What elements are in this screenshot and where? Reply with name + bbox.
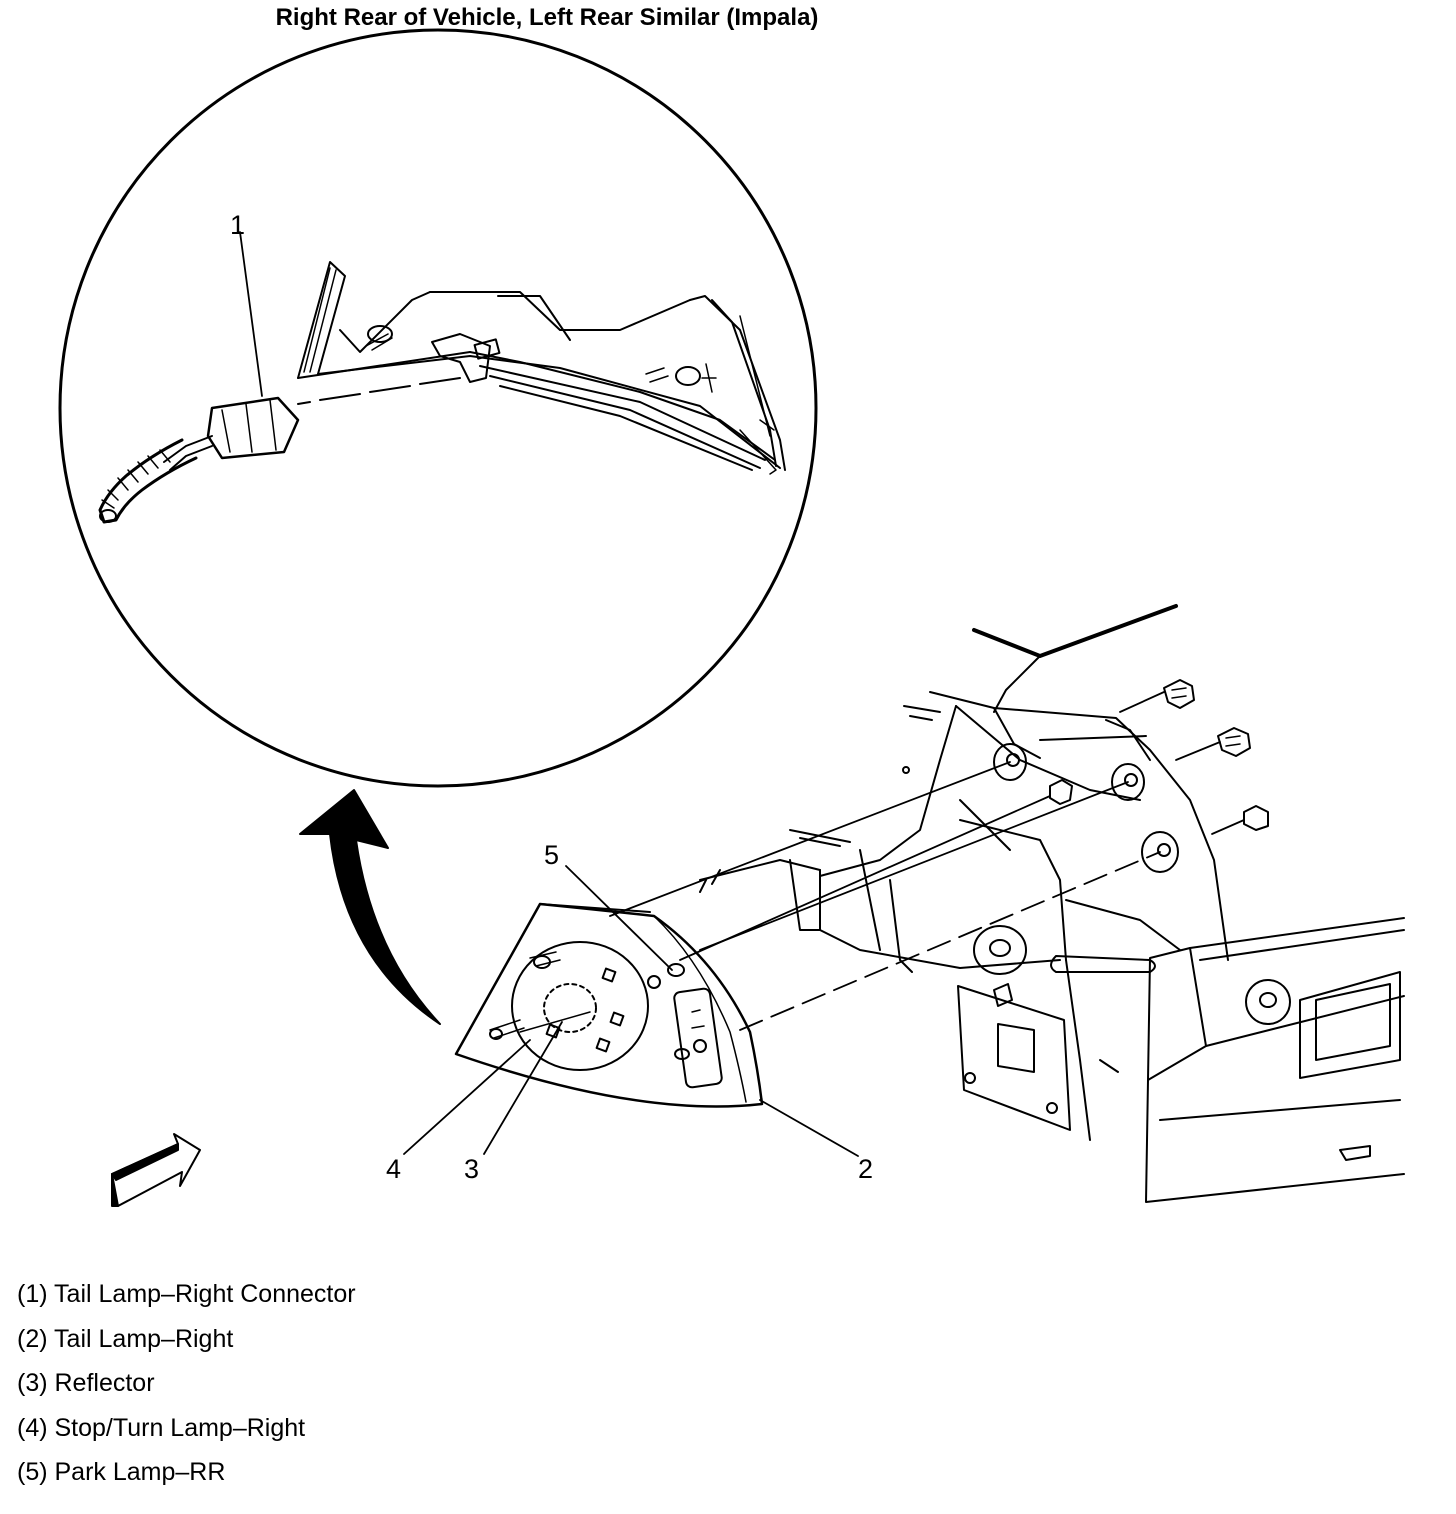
- alignment-lines: [609, 691, 1245, 1031]
- callout-2: 2: [858, 1154, 873, 1184]
- tail-lamp-assembly: [454, 902, 764, 1108]
- vehicle-rear-body: [699, 604, 1405, 1203]
- legend-item-5: (5) Park Lamp–RR: [17, 1458, 226, 1486]
- legend-list: (1) Tail Lamp–Right Connector (2) Tail L…: [17, 1277, 356, 1500]
- callout-4: 4: [386, 1154, 401, 1184]
- curved-arrow-icon: [299, 789, 441, 1025]
- callout-5: 5: [544, 840, 559, 870]
- legend-item-2: (2) Tail Lamp–Right: [17, 1324, 234, 1353]
- callout-leaders: [239, 231, 859, 1157]
- fastener-nuts: [1049, 679, 1269, 831]
- legend-item-1: (1) Tail Lamp–Right Connector: [17, 1280, 356, 1308]
- diagram-title: Right Rear of Vehicle, Left Rear Similar…: [275, 4, 819, 31]
- mounting-holes: [993, 743, 1179, 873]
- detail-view-circle: [58, 28, 818, 788]
- view-direction-arrow-icon: [111, 1133, 201, 1207]
- callout-1: 1: [230, 210, 245, 240]
- legend-item-3: (3) Reflector: [17, 1369, 155, 1397]
- callout-3: 3: [464, 1154, 479, 1184]
- lamp-housing-detail: [297, 261, 786, 475]
- legend-item-4: (4) Stop/Turn Lamp–Right: [17, 1413, 306, 1442]
- connector-detail: [98, 396, 300, 524]
